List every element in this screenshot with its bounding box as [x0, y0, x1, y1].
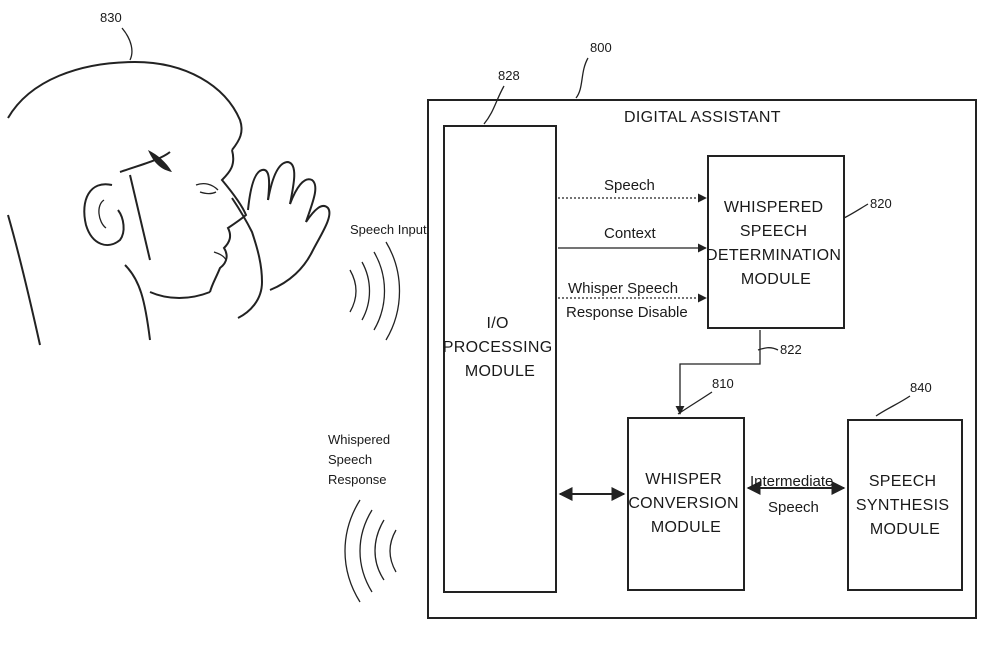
context-arrow-label: Context: [604, 225, 657, 242]
whisper-conversion-module-label: WHISPER CONVERSION MODULE: [628, 471, 743, 536]
io-processing-module-label: I/O PROCESSING MODULE: [443, 315, 557, 380]
speech-synthesis-module-box: [847, 419, 963, 591]
ref-810: 810: [712, 376, 734, 391]
whisper-conversion-module-box: [627, 417, 745, 591]
whispered-response-waves: [344, 499, 397, 603]
ref-840: 840: [910, 380, 932, 395]
ref-820: 820: [870, 196, 892, 211]
intermediate-label-1: Intermediate: [750, 473, 833, 490]
digital-assistant-box: [427, 99, 977, 619]
ref-830: 830: [100, 10, 122, 25]
speech-synthesis-module-label: SPEECH SYNTHESIS MODULE: [856, 473, 954, 538]
whisper-disable-label-2: Response Disable: [566, 304, 688, 321]
whispered-speech-response-label: Whispered Speech Response: [328, 432, 394, 487]
hand-illustration: [231, 160, 331, 319]
speech-arrow-label: Speech: [604, 177, 655, 194]
digital-assistant-title: DIGITAL ASSISTANT: [624, 109, 781, 126]
whisper-disable-label-1: Whisper Speech: [568, 280, 678, 297]
ref-822: 822: [780, 342, 802, 357]
determination-to-conversion-arrow: [675, 330, 761, 415]
io-processing-module-box: [443, 125, 557, 593]
speech-input-waves: [349, 241, 401, 341]
whispered-speech-determination-module-label: WHISPERED SPEECH DETERMINATION MODULE: [706, 199, 846, 288]
speech-input-label: Speech Input: [350, 222, 427, 237]
person-head-illustration: [7, 60, 248, 346]
whispered-speech-determination-module-box: [707, 155, 845, 329]
ref-828: 828: [498, 68, 520, 83]
ref-800: 800: [590, 40, 612, 55]
intermediate-label-2: Speech: [768, 499, 819, 516]
